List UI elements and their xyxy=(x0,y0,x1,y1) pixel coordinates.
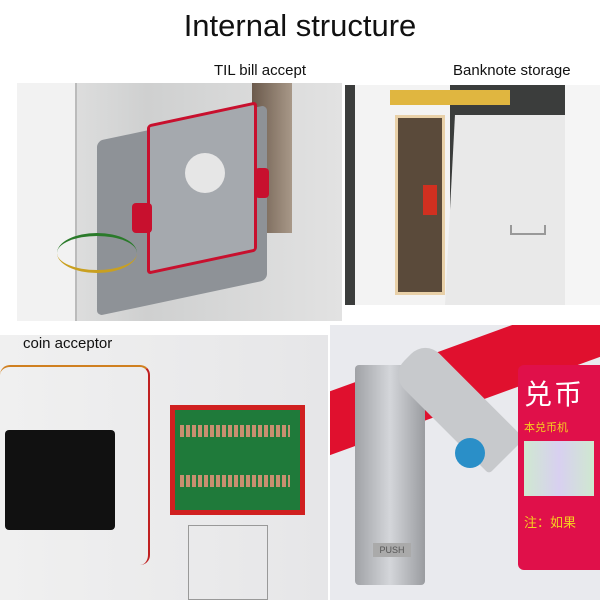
photo-door-lock: PUSH 兑币 本兑币机 注：如果 xyxy=(330,325,600,600)
page-title: Internal structure xyxy=(183,8,417,43)
caption-coin-acceptor: coin acceptor xyxy=(23,335,113,352)
photo-banknote-storage xyxy=(345,85,600,305)
sign-line1: 本兑币机 xyxy=(524,422,568,434)
banknote-drawer xyxy=(445,115,575,305)
circuit-board xyxy=(170,405,305,515)
caption-bill-acceptor: TIL bill accept xyxy=(214,62,306,79)
instruction-sign: 兑币 本兑币机 注：如果 xyxy=(518,365,600,570)
photo-bill-acceptor xyxy=(17,83,342,321)
caption-banknote-storage: Banknote storage xyxy=(453,62,571,79)
sign-heading: 兑币 xyxy=(524,379,585,410)
sign-line2: 注：如果 xyxy=(524,515,577,530)
coin-acceptor-device xyxy=(5,430,115,530)
push-label: PUSH xyxy=(373,543,411,557)
photo-coin-acceptor xyxy=(0,335,328,600)
